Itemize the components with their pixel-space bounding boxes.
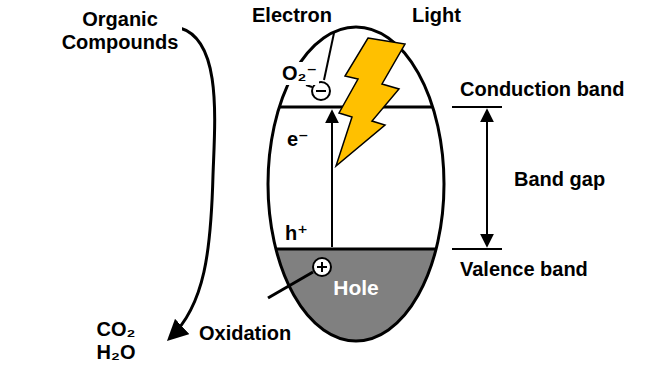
band-gap-arrow [486, 111, 488, 245]
band-tick [452, 106, 502, 108]
oxidation-leader [268, 272, 313, 298]
minus-sign [316, 90, 326, 92]
text-label: Valence band [458, 258, 590, 281]
electron-leader [324, 33, 334, 80]
plus-sign [321, 262, 323, 272]
text-label: Conduction band [458, 78, 626, 101]
reduction-leader [306, 85, 312, 87]
text-label: Oxidation [197, 322, 293, 345]
node-text: Hole [333, 276, 379, 299]
text-label: h⁺ [283, 222, 310, 245]
text-label: CO₂ H₂O [86, 318, 146, 364]
text-label: Electron [250, 4, 334, 27]
particle-outline [268, 27, 444, 341]
text-label: Band gap [512, 168, 607, 191]
reaction-bracket [170, 28, 215, 338]
light-bolt [336, 38, 405, 166]
hole-region: Hole [300, 276, 412, 300]
text-label: O₂⁻ [280, 62, 319, 85]
text-label: Organic Compounds [58, 8, 182, 54]
excitation-arrow [331, 112, 333, 247]
hole-symbol [313, 258, 331, 276]
text-label: Light [410, 4, 463, 27]
valence-band-line [276, 248, 436, 251]
valence-fill [276, 250, 436, 342]
text-label: e⁻ [285, 128, 311, 151]
band-tick [452, 248, 502, 250]
